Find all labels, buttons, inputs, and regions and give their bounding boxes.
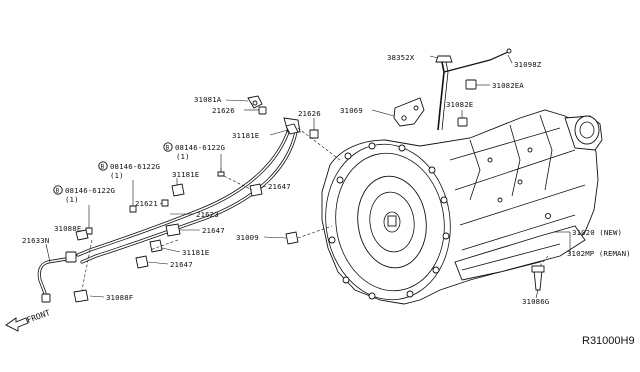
label-08146-c-qty: (1) [65, 195, 79, 204]
bolt-marker-icon [98, 161, 108, 171]
front-indicator: FRONT [5, 308, 52, 332]
transmission-assembly [321, 109, 603, 305]
label-08146-b-qty: (1) [110, 171, 124, 180]
small-components [73, 95, 545, 303]
callout-labels: 38352X 31098Z 31082EA 31069 31082E 31081… [22, 53, 635, 347]
label-31181E-c: 31181E [182, 248, 209, 257]
label-31098Z: 31098Z [514, 60, 542, 69]
label-21647-a: 21647 [268, 182, 291, 191]
front-label: FRONT [26, 308, 52, 325]
label-21647-c: 21647 [170, 260, 193, 269]
label-21626-b: 21626 [298, 109, 321, 118]
label-31088F-b: 31088F [106, 293, 134, 302]
bolt-marker-letter: B [101, 164, 105, 171]
label-31009: 31009 [236, 233, 259, 242]
label-31082E: 31082E [446, 100, 473, 109]
label-3102MP: 3102MP (REMAN) [567, 249, 631, 258]
bolt-marker-icon [53, 185, 63, 195]
label-08146-a-qty: (1) [176, 152, 190, 161]
label-08146-a: 08146-6122G [175, 143, 225, 152]
label-21626-a: 21626 [212, 106, 235, 115]
label-21623: 21623 [196, 210, 219, 219]
label-31081A: 31081A [194, 95, 222, 104]
bolt-marker-letter: B [56, 188, 60, 195]
front-arrow-icon [5, 317, 29, 332]
reference-code: R31000H9 [582, 335, 635, 347]
label-08146-c: 08146-6122G [65, 186, 115, 195]
label-21647-b: 21647 [202, 226, 225, 235]
label-31181E-a: 31181E [232, 131, 259, 140]
label-31086G: 31086G [522, 297, 549, 306]
label-31069: 31069 [340, 106, 363, 115]
label-08146-b: 08146-6122G [110, 162, 160, 171]
label-31088F-a: 31088F [54, 224, 82, 233]
label-38352X: 38352X [387, 53, 415, 62]
leader-lines [45, 54, 571, 299]
label-31181E-b: 31181E [172, 170, 199, 179]
fill-tube-dipstick [393, 48, 512, 131]
label-21621: 21621 [135, 199, 158, 208]
bolt-marker-letter: B [166, 145, 170, 152]
bolt-marker-icon [163, 142, 173, 152]
label-31082EA: 31082EA [492, 81, 524, 90]
label-21633N: 21633N [22, 236, 49, 245]
label-31020: 31020 (NEW) [572, 228, 622, 237]
